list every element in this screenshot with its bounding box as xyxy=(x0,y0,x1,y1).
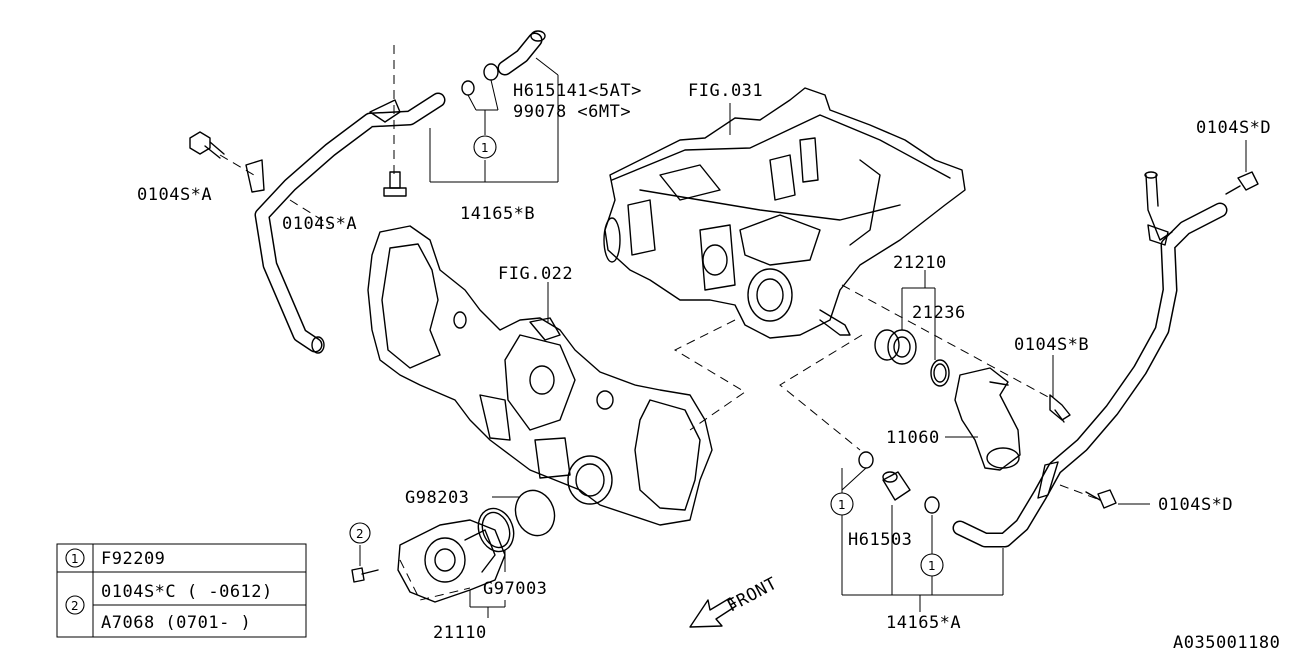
label-21210: 21210 xyxy=(893,253,947,273)
legend-value-a7068: A7068 (0701- ) xyxy=(101,613,251,633)
label-0104s-a-1: 0104S*A xyxy=(137,185,212,205)
callout-2-pump-text: 2 xyxy=(356,527,364,541)
leader-14165b xyxy=(429,57,559,183)
bolt-0104s-b xyxy=(1049,394,1071,423)
label-g98203: G98203 xyxy=(405,488,469,508)
timing-belt-cover xyxy=(367,225,713,526)
gasket-g98203 xyxy=(514,489,556,537)
label-fig022: FIG.022 xyxy=(498,264,573,284)
engine-block xyxy=(603,87,966,339)
dashed-connectors xyxy=(673,284,1101,501)
water-pump-21110 xyxy=(397,519,506,603)
leader-dashed-bolt2 xyxy=(289,199,331,226)
hose-h615141 xyxy=(497,30,546,76)
bolt-0104s-a-2 xyxy=(383,171,407,197)
callout-1-top xyxy=(473,135,497,159)
clamp-lower-right xyxy=(924,496,940,514)
clamp-lower-left xyxy=(858,451,874,469)
legend-value-f92209: F92209 xyxy=(101,549,165,569)
legend-key-2: 2 xyxy=(71,599,79,613)
bolt-0104s-d-top xyxy=(1225,171,1259,195)
leader-21110 xyxy=(469,590,506,618)
legend-table xyxy=(56,543,307,638)
callout-1-lower-left xyxy=(830,492,854,516)
leader-14165a xyxy=(841,467,1004,612)
callout-1-lower-left-text: 1 xyxy=(838,498,846,512)
label-21110: 21110 xyxy=(433,623,487,643)
clamp-pair xyxy=(461,63,499,135)
label-g97003: G97003 xyxy=(483,579,547,599)
water-outlet-11060 xyxy=(954,367,1021,471)
label-h615141: H615141<5AT> xyxy=(513,81,642,101)
leader-dashed-bolt xyxy=(219,154,255,176)
callout-1-lower-right xyxy=(920,553,944,577)
callout-1-top-text: 1 xyxy=(481,141,489,155)
label-14165b: 14165*B xyxy=(460,204,535,224)
front-arrow xyxy=(689,597,737,628)
hose-h61503 xyxy=(882,471,911,501)
left-bypass-hose xyxy=(245,92,446,354)
legend-value-0104s-c: 0104S*C ( -0612) xyxy=(101,582,273,602)
label-14165a: 14165*A xyxy=(886,613,961,633)
thermostat-21236 xyxy=(874,329,917,365)
label-h61503: H61503 xyxy=(848,530,912,550)
gasket-21210 xyxy=(930,359,950,387)
callout-1-lower-right-text: 1 xyxy=(928,559,936,573)
label-0104s-d-top: 0104S*D xyxy=(1196,118,1271,138)
label-21236: 21236 xyxy=(912,303,966,323)
label-0104s-d-bottom: 0104S*D xyxy=(1158,495,1233,515)
label-11060: 11060 xyxy=(886,428,940,448)
legend-key-1: 1 xyxy=(71,552,79,566)
right-bypass-hose xyxy=(952,171,1228,548)
label-99078: 99078 <6MT> xyxy=(513,102,631,122)
leader-21210-bracket xyxy=(901,270,936,360)
label-0104s-a-2: 0104S*A xyxy=(282,214,357,234)
bolt-0104s-d-bottom xyxy=(1085,489,1117,509)
bolt-pump xyxy=(351,567,379,583)
label-fig031: FIG.031 xyxy=(688,81,763,101)
bolt-0104s-a-1 xyxy=(189,131,225,159)
callout-2-pump xyxy=(349,522,371,544)
label-reference-code: A035001180 xyxy=(1173,633,1280,653)
label-front: FRONT xyxy=(724,574,781,617)
gasket-g97003 xyxy=(477,507,515,553)
label-0104s-b: 0104S*B xyxy=(1014,335,1089,355)
